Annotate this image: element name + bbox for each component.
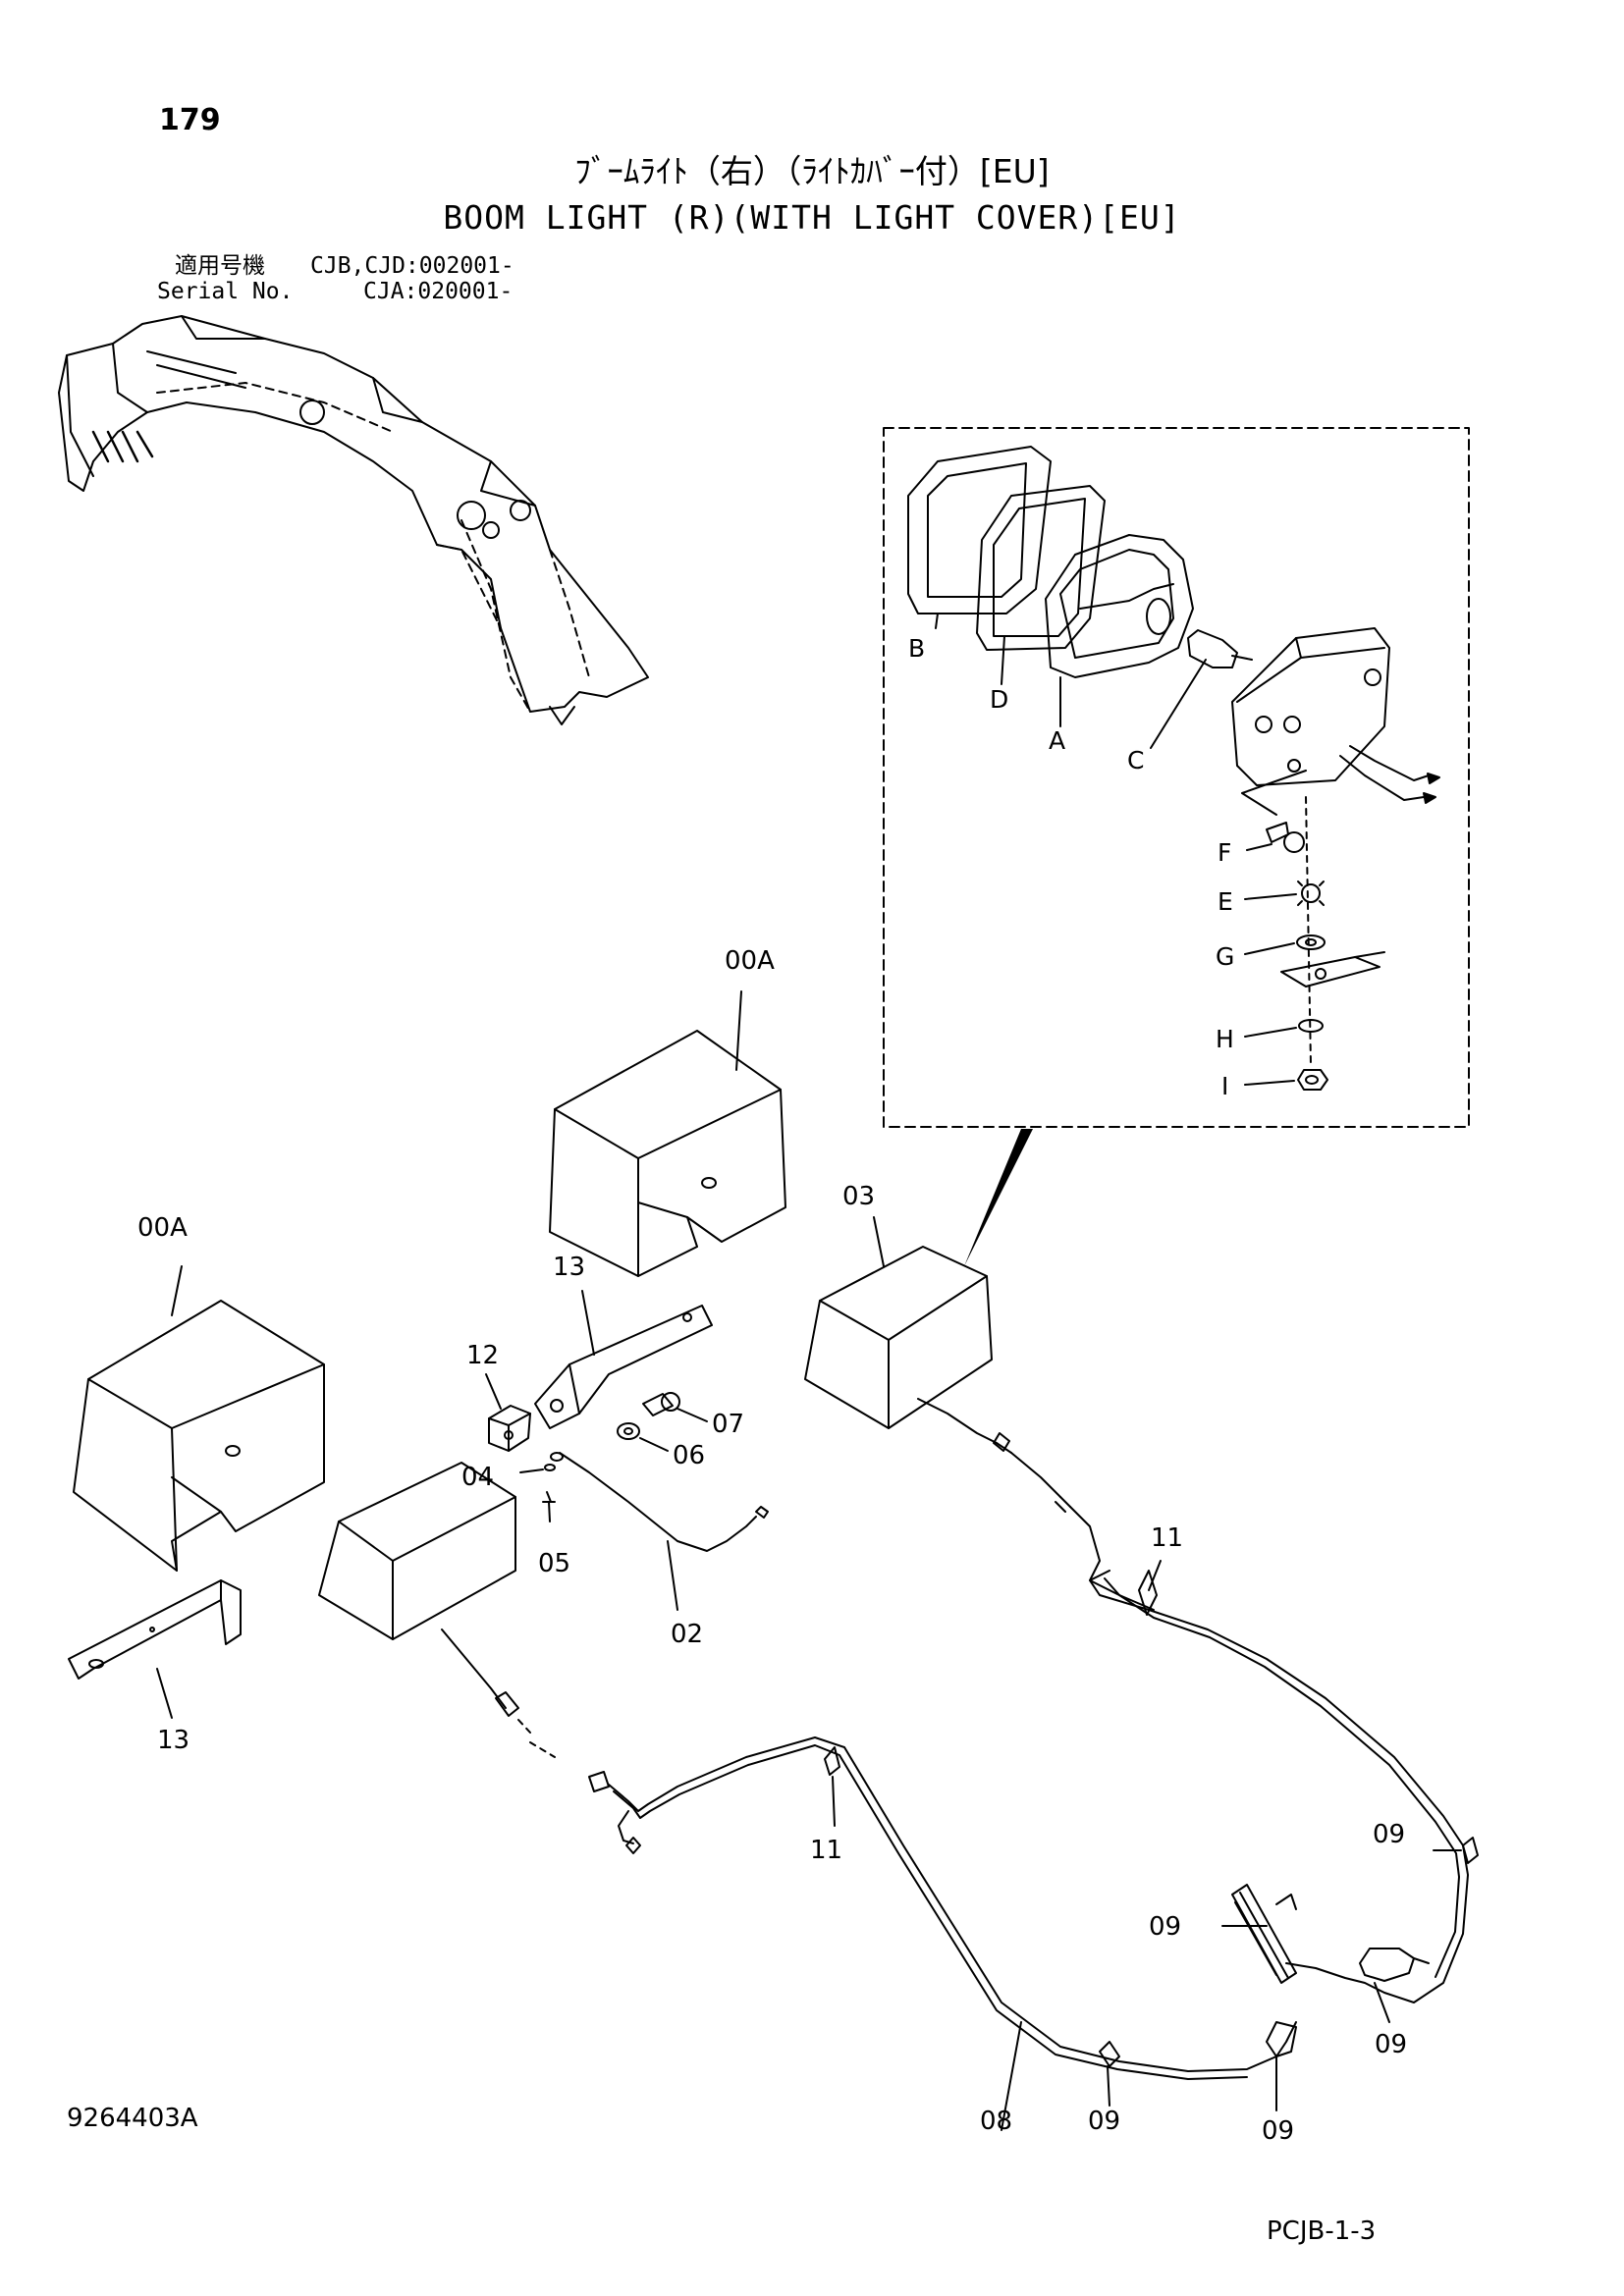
harness-08	[608, 1736, 1297, 2131]
label-i: I	[1221, 1072, 1229, 1100]
callout-08: 08	[980, 2107, 1013, 2136]
lamp-left	[318, 1462, 610, 1792]
excavator-arm-overview	[58, 315, 649, 725]
detail-box	[883, 427, 1470, 1128]
callout-11-right: 11	[1151, 1523, 1184, 1553]
drawing-number: 9264403A	[67, 2104, 198, 2133]
callout-05: 05	[538, 1549, 571, 1578]
callout-09-b: 09	[1149, 1912, 1182, 1942]
label-a: A	[1049, 726, 1066, 755]
callout-00a-top: 00A	[725, 946, 775, 976]
lamp-detail-parts	[907, 446, 1440, 1091]
clips-09	[824, 1746, 1479, 2111]
label-e: E	[1218, 887, 1233, 916]
callout-13-top: 13	[553, 1253, 586, 1282]
label-b: B	[908, 634, 926, 663]
block-item	[485, 1373, 531, 1452]
harness-11-right	[1089, 1560, 1469, 2003]
callout-13-bottom: 13	[157, 1726, 190, 1755]
lamp-right	[804, 1216, 1155, 1611]
callout-03: 03	[842, 1182, 876, 1211]
callout-11-left: 11	[810, 1836, 843, 1865]
label-d: D	[990, 685, 1009, 714]
label-g: G	[1216, 942, 1235, 971]
bracket-top	[534, 1290, 713, 1429]
callout-06: 06	[673, 1441, 706, 1470]
callout-00a-left: 00A	[137, 1213, 188, 1243]
callout-07: 07	[712, 1410, 745, 1439]
label-c: C	[1127, 746, 1145, 774]
callout-12: 12	[466, 1341, 500, 1370]
serial-value-2: CJA:020001-	[363, 279, 514, 304]
serial-label-jp: 適用号機	[175, 253, 265, 279]
light-cover-top	[549, 990, 786, 1277]
title-japanese: ﾌﾞｰﾑﾗｲﾄ（右）（ﾗｲﾄｶﾊﾞｰ付）[EU]	[574, 152, 1050, 190]
label-f: F	[1218, 838, 1232, 867]
callout-09-a: 09	[1373, 1820, 1406, 1849]
title-english: BOOM LIGHT (R)(WITH LIGHT COVER)[EU]	[443, 198, 1181, 237]
light-cover-left	[73, 1265, 325, 1572]
harness-02	[559, 1452, 769, 1611]
callout-09-d: 09	[1088, 2107, 1121, 2136]
bracket-bottom	[68, 1579, 242, 1719]
detail-pointer	[964, 1129, 1033, 1266]
page-number: 179	[159, 103, 221, 137]
label-h: H	[1216, 1025, 1234, 1053]
callout-09-e: 09	[1262, 2116, 1295, 2146]
serial-label-en: Serial No.	[157, 279, 294, 304]
page-code: PCJB-1-3	[1267, 2216, 1377, 2246]
callout-04: 04	[461, 1463, 495, 1492]
callout-09-c: 09	[1375, 2030, 1408, 2059]
hardware-items	[519, 1392, 708, 1522]
callout-02: 02	[671, 1620, 704, 1649]
serial-value-1: CJB,CJD:002001-	[310, 253, 514, 279]
